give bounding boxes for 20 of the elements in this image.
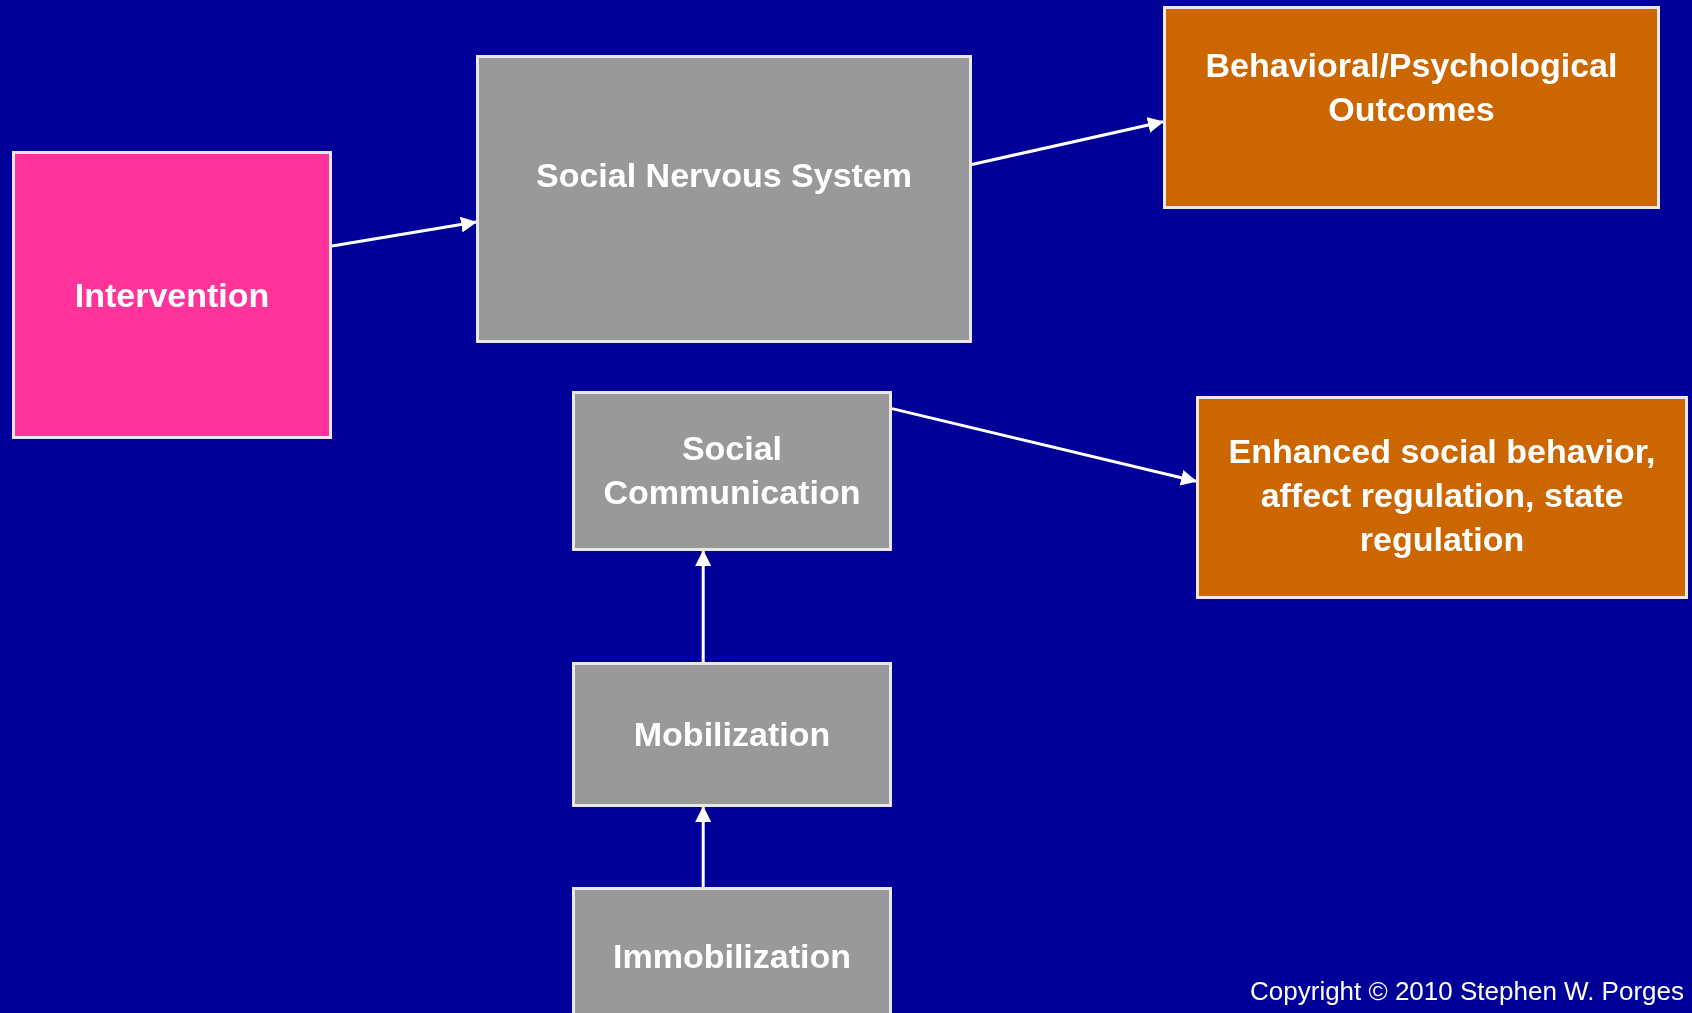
copyright-note: Copyright © 2010 Stephen W. Porges [1250, 976, 1684, 1007]
arrow [695, 806, 712, 887]
box-label: Enhanced social behavior, affect regulation, state regulation [1227, 431, 1657, 561]
process-box [1196, 396, 1688, 599]
process-box [572, 391, 892, 551]
arrow [971, 117, 1164, 166]
arrow [891, 407, 1197, 486]
process-box [12, 151, 332, 439]
arrow [695, 550, 712, 662]
process-box [572, 662, 892, 807]
box-label: Social Communication [602, 428, 862, 514]
process-box [572, 887, 892, 1013]
box-label: Intervention [74, 274, 270, 316]
box-label: Social Nervous System [535, 155, 913, 196]
box-label: Mobilization [633, 714, 831, 756]
box-label: Behavioral/Psychological Outcomes [1204, 45, 1619, 131]
box-label: Immobilization [613, 936, 851, 977]
process-box [476, 55, 972, 343]
arrow [331, 216, 477, 248]
process-box [1163, 6, 1660, 209]
